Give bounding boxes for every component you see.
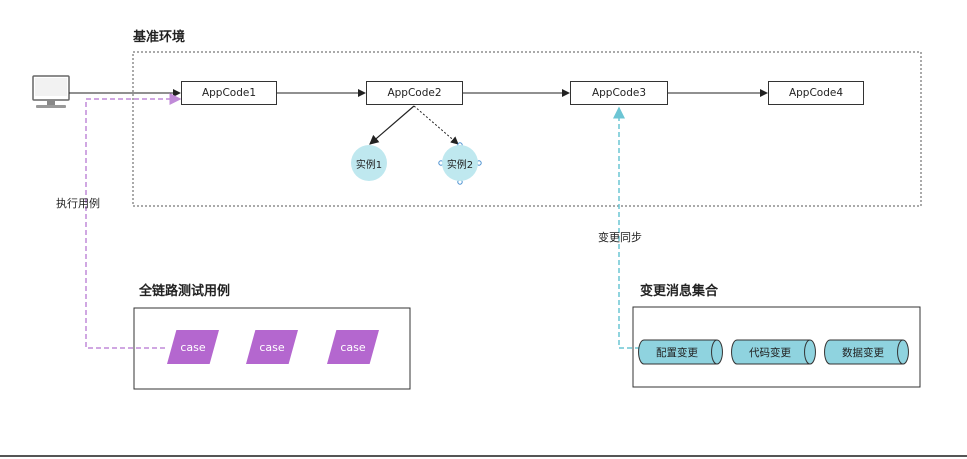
arrow-app2-to-instance1 [369, 105, 415, 145]
test-case-2[interactable]: case [246, 330, 298, 364]
base-env-title: 基准环境 [133, 30, 186, 45]
execute-testcase-label: 执行用例 [56, 197, 100, 210]
change-sync-label: 变更同步 [598, 231, 642, 244]
test-case-1[interactable]: case [167, 330, 219, 364]
app-node-1[interactable]: AppCode1 [181, 81, 277, 105]
change-sync-connector [613, 106, 640, 349]
test-case-3[interactable]: case [327, 330, 379, 364]
test-suite-frame [133, 307, 411, 390]
base-env-frame [132, 51, 922, 207]
change-set-title: 变更消息集合 [640, 284, 719, 299]
instance-2[interactable]: 实例2 [442, 145, 478, 181]
cylinder-shapes [638, 339, 909, 365]
change-set-frame [632, 306, 921, 388]
change-item-code[interactable]: 代码变更 [749, 346, 791, 359]
app-node-3[interactable]: AppCode3 [570, 81, 668, 105]
change-item-config[interactable]: 配置变更 [656, 346, 698, 359]
execute-testcase-connector [85, 93, 182, 349]
app-node-2[interactable]: AppCode2 [366, 81, 463, 105]
bottom-divider [0, 455, 967, 457]
instance-1[interactable]: 实例1 [351, 145, 387, 181]
change-item-data[interactable]: 数据变更 [842, 346, 884, 359]
app-node-4[interactable]: AppCode4 [768, 81, 864, 105]
arrow-app2-to-instance2 [413, 105, 459, 145]
monitor-icon [32, 75, 70, 108]
test-suite-title: 全链路测试用例 [139, 284, 231, 299]
